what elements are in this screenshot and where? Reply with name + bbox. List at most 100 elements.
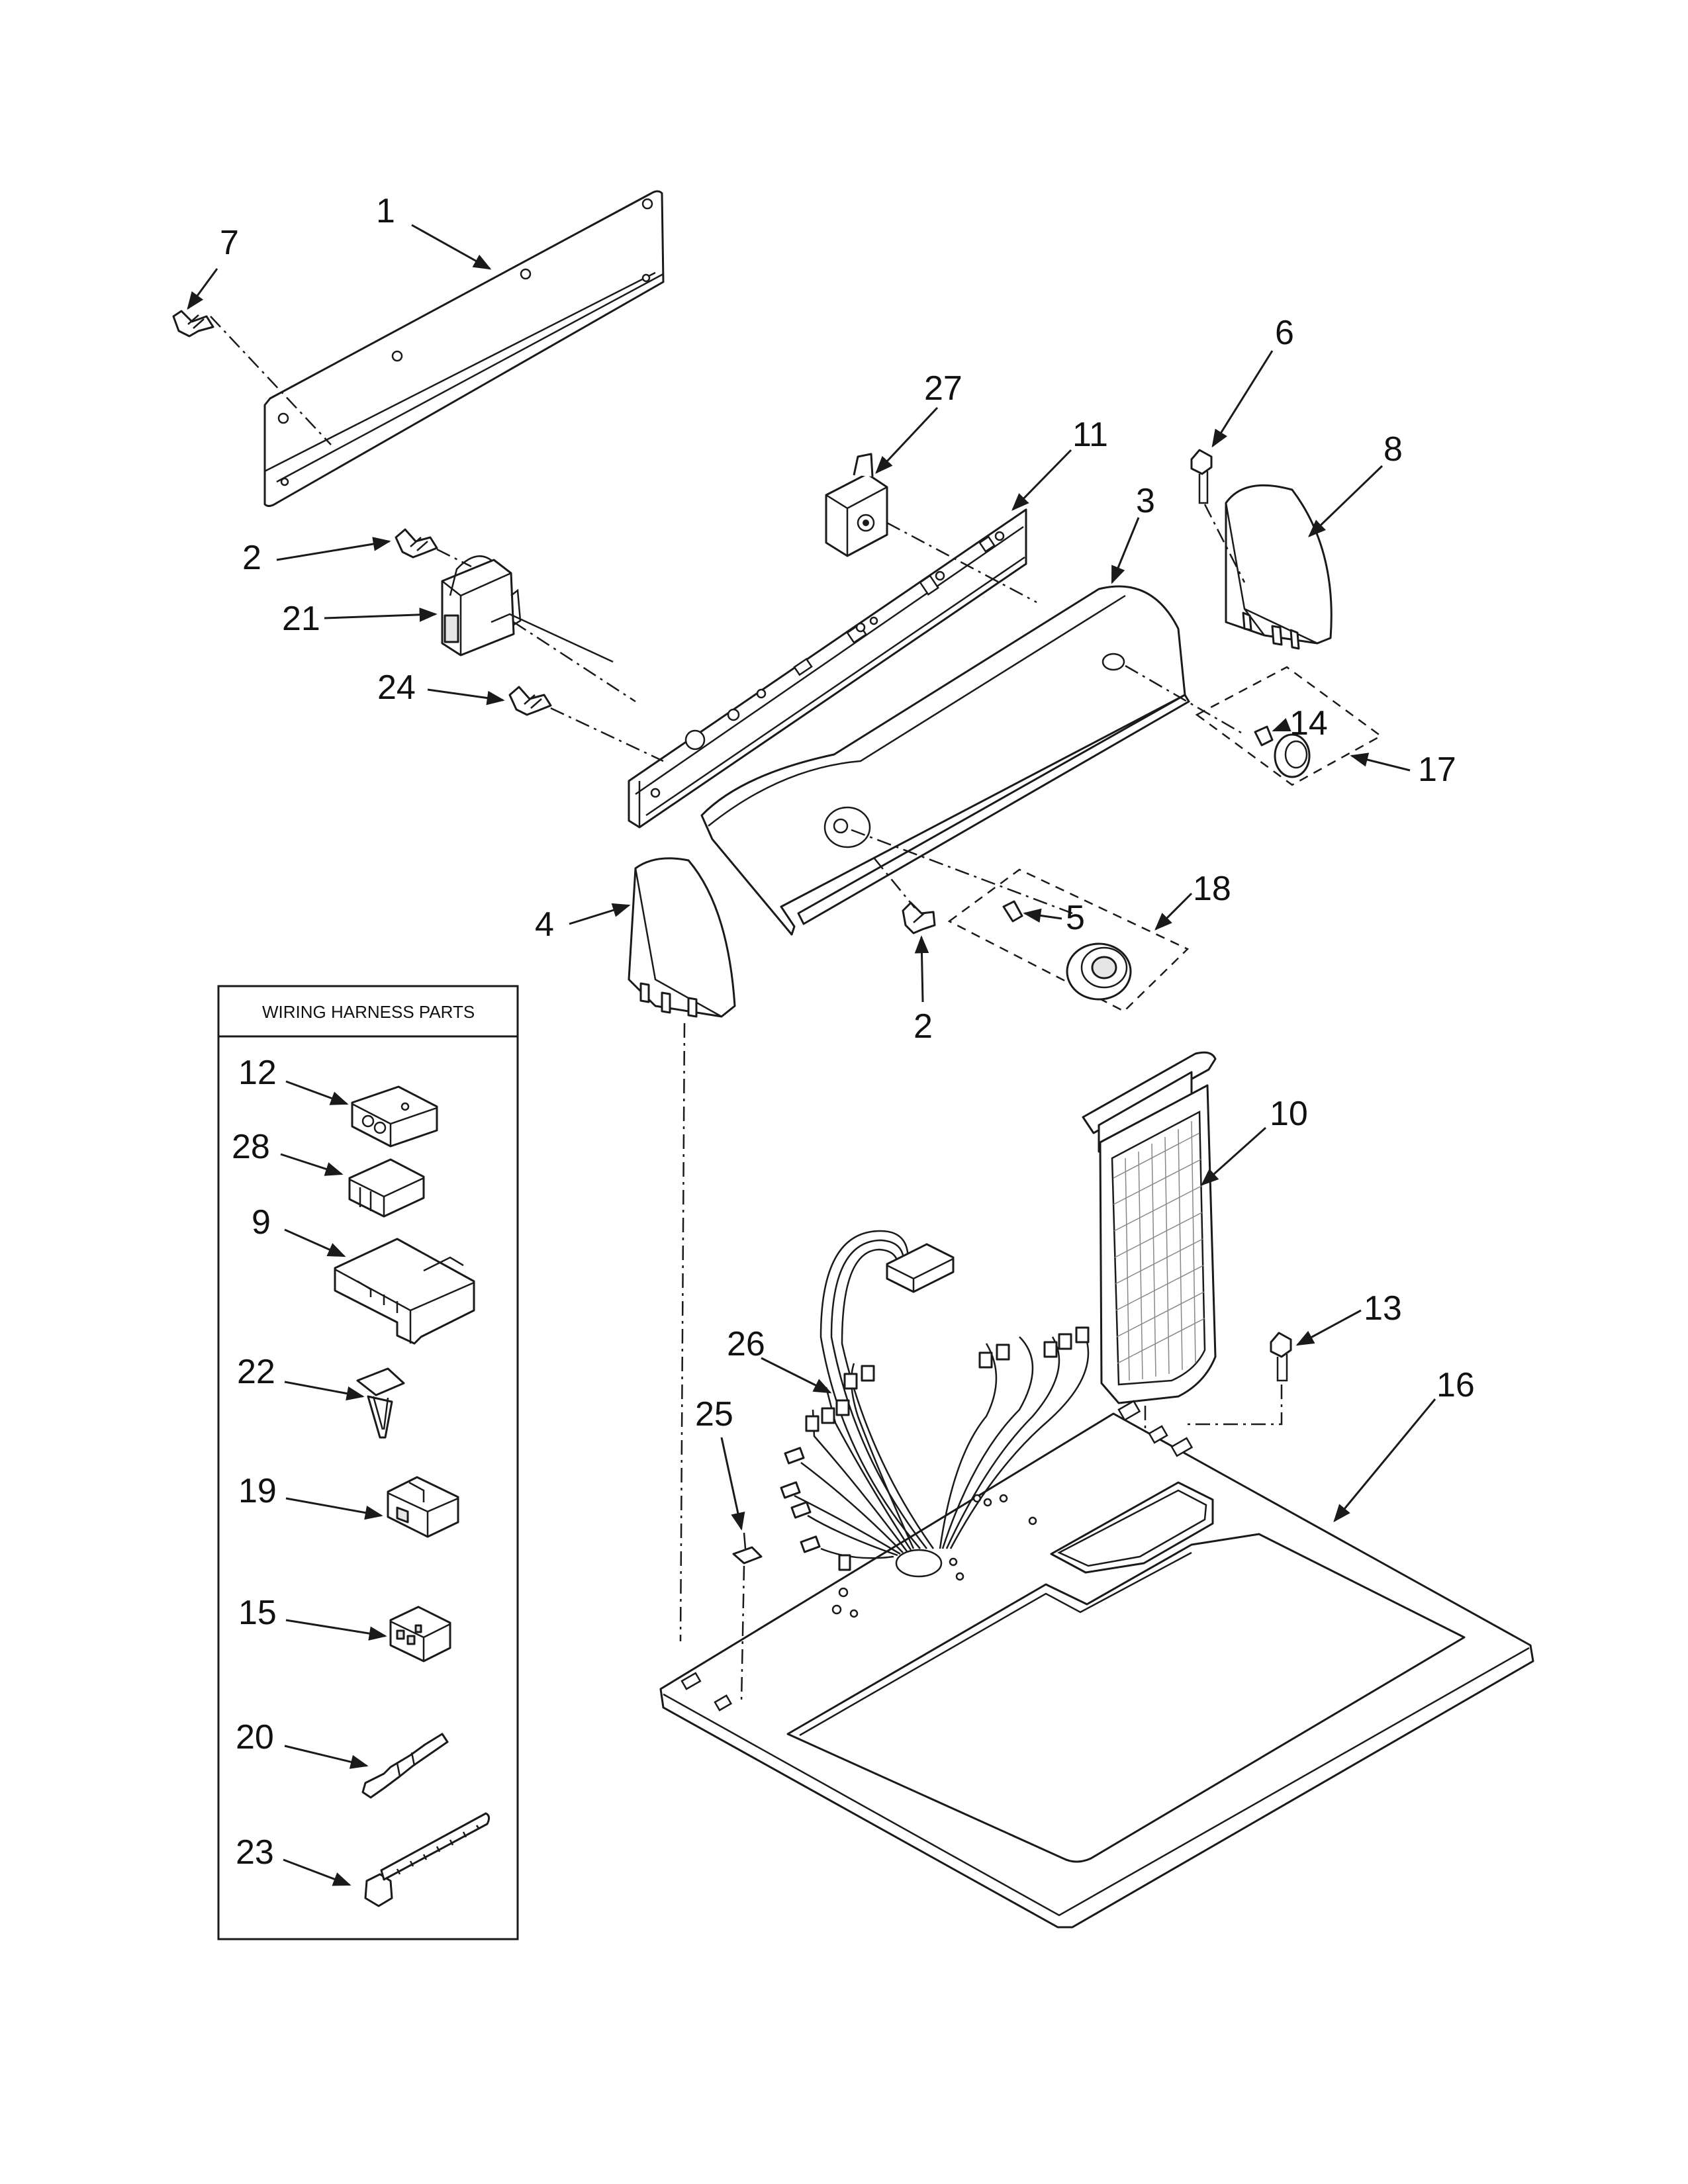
callout-2a: 2 — [242, 539, 261, 577]
assembly-line-4 — [679, 1023, 686, 1642]
part-knob-group-17 — [1195, 666, 1383, 786]
part-wire-harness-26 — [780, 1230, 1090, 1571]
assembly-line-24 — [550, 707, 664, 762]
callout-15: 15 — [238, 1594, 277, 1632]
leader-16 — [1333, 1398, 1436, 1523]
callout-1: 1 — [376, 192, 395, 230]
part-end-cap-right — [1225, 484, 1333, 650]
callout-22: 22 — [237, 1353, 275, 1391]
leader-17 — [1350, 752, 1411, 772]
wiring-box-title: WIRING HARNESS PARTS — [262, 1002, 475, 1022]
part-switch-27 — [825, 453, 888, 557]
wiring-part-22 — [356, 1367, 405, 1439]
callout-20: 20 — [236, 1718, 274, 1756]
leader-24 — [427, 688, 505, 705]
callout-25: 25 — [695, 1395, 733, 1433]
part-screw-24 — [508, 686, 552, 716]
callout-5: 5 — [1066, 899, 1085, 937]
leader-23 — [283, 1858, 352, 1886]
part-rear-panel — [263, 190, 665, 508]
part-screw-2-upper — [395, 528, 438, 559]
callout-21: 21 — [282, 600, 320, 638]
leader-2b — [914, 935, 929, 1003]
callout-28: 28 — [232, 1128, 270, 1166]
assembly-line-7 — [210, 316, 332, 445]
callout-6: 6 — [1275, 314, 1294, 352]
wiring-part-23 — [364, 1812, 491, 1907]
leader-9 — [284, 1228, 346, 1257]
leader-15 — [285, 1619, 387, 1641]
callout-labels: 1 7 27 11 6 8 3 2 21 24 14 17 4 18 5 2 1… — [220, 192, 1475, 1433]
callout-18: 18 — [1193, 870, 1231, 908]
part-screw-13 — [1270, 1332, 1292, 1382]
assembly-line-console-knob — [851, 829, 1073, 915]
leader-2a — [276, 537, 391, 561]
assembly-line-2-upper — [436, 548, 472, 568]
leader-7 — [187, 268, 218, 310]
callout-3: 3 — [1136, 482, 1155, 520]
callout-14: 14 — [1289, 704, 1328, 743]
part-knob-group-18 — [947, 868, 1190, 1013]
callout-16: 16 — [1436, 1366, 1475, 1404]
part-screw-2-lower — [902, 901, 936, 934]
part-end-cap-left — [628, 857, 736, 1018]
part-screw-7 — [172, 310, 214, 338]
callout-12: 12 — [238, 1054, 277, 1092]
leader-13 — [1295, 1309, 1362, 1346]
callout-26: 26 — [727, 1325, 765, 1363]
leader-18 — [1154, 892, 1193, 931]
assembly-line-2-lower — [873, 857, 915, 909]
callout-13: 13 — [1364, 1289, 1402, 1328]
callout-7: 7 — [220, 224, 239, 262]
callout-24: 24 — [377, 668, 416, 707]
part-console — [700, 585, 1190, 936]
wiring-part-20 — [361, 1733, 449, 1799]
leader-22 — [284, 1381, 365, 1401]
leader-5 — [1023, 908, 1062, 923]
wiring-part-19 — [387, 1476, 459, 1538]
wiring-part-15 — [389, 1606, 451, 1662]
wiring-part-9 — [334, 1238, 475, 1345]
leader-21 — [324, 608, 438, 622]
leader-20 — [284, 1745, 369, 1769]
part-dryer-top — [659, 1400, 1534, 1929]
part-control-bracket — [628, 508, 1027, 829]
leader-19 — [285, 1497, 383, 1520]
callout-10: 10 — [1270, 1095, 1308, 1133]
callout-8: 8 — [1383, 430, 1403, 469]
leader-14 — [1272, 717, 1291, 732]
callout-9: 9 — [252, 1203, 271, 1242]
assembly-line-21 — [513, 621, 636, 703]
wiring-harness-box: WIRING HARNESS PARTS — [217, 985, 519, 1940]
wiring-part-12 — [351, 1085, 438, 1148]
callout-11: 11 — [1072, 416, 1108, 454]
leader-10 — [1200, 1126, 1267, 1186]
leader-27 — [875, 406, 939, 474]
leader-28 — [280, 1153, 344, 1176]
callout-19: 19 — [238, 1472, 277, 1510]
callout-27: 27 — [924, 369, 962, 408]
leader-11 — [1011, 449, 1072, 511]
assembly-line-console-right — [1125, 664, 1245, 736]
leader-8 — [1308, 465, 1383, 537]
callout-4: 4 — [535, 905, 554, 944]
part-clip-25 — [732, 1532, 763, 1565]
callout-17: 17 — [1418, 751, 1456, 789]
part-timer-21 — [441, 555, 614, 663]
callout-2b: 2 — [914, 1007, 933, 1046]
leader-26 — [761, 1357, 832, 1394]
leader-1 — [411, 224, 492, 270]
callout-23: 23 — [236, 1833, 274, 1872]
leader-4 — [569, 903, 631, 925]
assembly-line-27 — [886, 522, 1037, 604]
leader-12 — [285, 1080, 349, 1105]
leader-arrows — [187, 224, 1436, 1531]
part-screw-6 — [1190, 449, 1213, 504]
assembly-line-13 — [1185, 1385, 1283, 1426]
leader-25 — [720, 1437, 745, 1531]
part-lint-screen — [1082, 1051, 1217, 1404]
lint-screen-mesh — [1113, 1120, 1205, 1381]
wiring-part-28 — [348, 1158, 425, 1218]
leader-3 — [1111, 517, 1140, 584]
